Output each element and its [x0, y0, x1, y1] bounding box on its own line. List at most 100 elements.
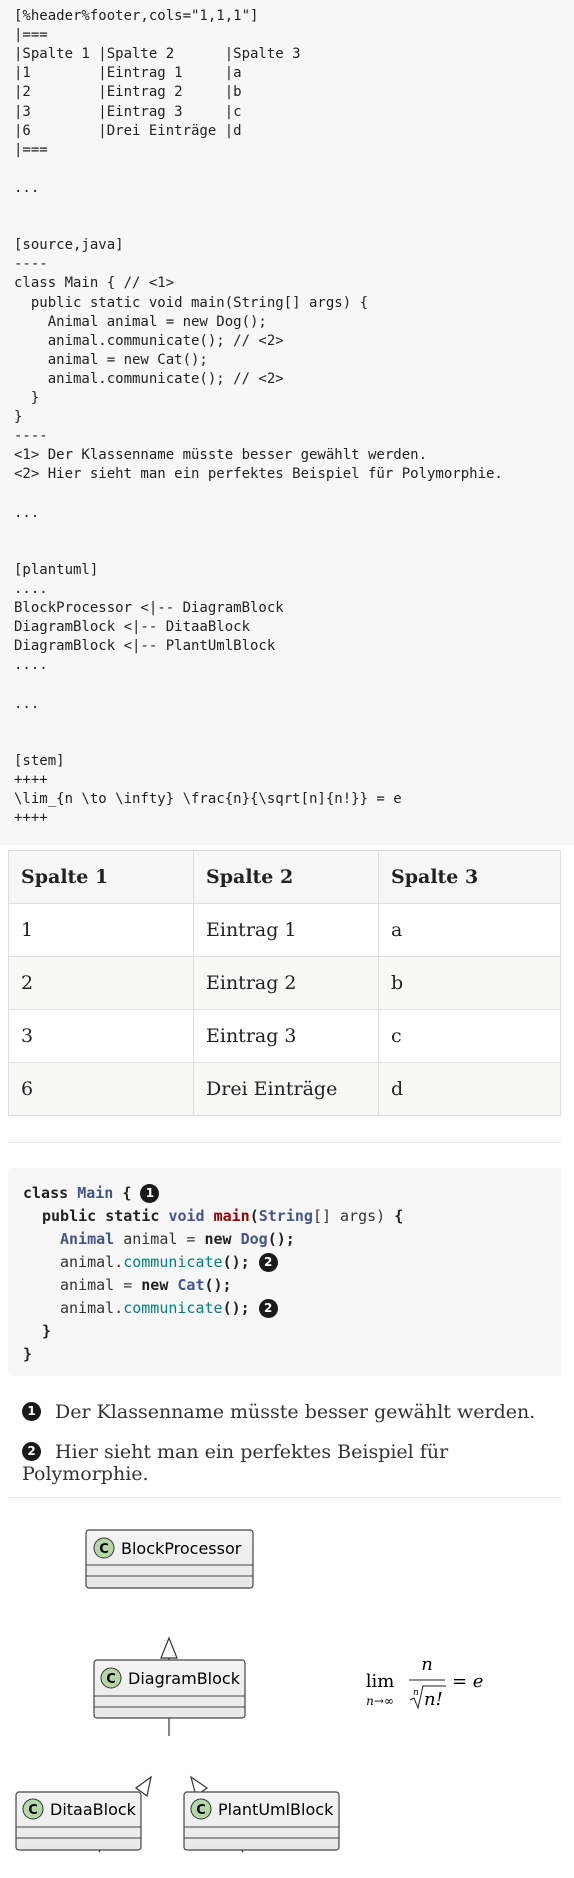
keyword-new: new [204, 1230, 232, 1248]
code-text: (); [267, 1230, 295, 1248]
section-divider [8, 1142, 561, 1143]
code-line: class Main { 1 [23, 1183, 160, 1203]
source-line: DiagramBlock <|-- DitaaBlock [14, 619, 251, 636]
uml-class-plantumlblock: C PlantUmlBlock [183, 1791, 340, 1851]
table-row: 3 Eintrag 3 c [8, 1009, 561, 1063]
math-lim: lim [366, 1671, 395, 1692]
keyword-public: public [42, 1207, 97, 1225]
source-line: ---- [14, 256, 48, 273]
math-numerator: n [421, 1654, 433, 1675]
code-line: Animal animal = new Dog(); [60, 1229, 295, 1249]
source-line: ... [14, 504, 40, 521]
source-line: [source,java] [14, 237, 124, 254]
table-header-cell: Spalte 3 [378, 850, 561, 904]
table-cell: 2 [8, 956, 194, 1010]
table-cell: a [378, 903, 561, 957]
code-listing: class Main { 1 public static void main(S… [8, 1168, 561, 1376]
source-line: Animal animal = new Dog(); [14, 313, 267, 330]
class-name: DiagramBlock [128, 1669, 241, 1688]
type-name: Animal [60, 1230, 115, 1248]
source-line: [%header%footer,cols="1,1,1"] [14, 8, 259, 24]
code-text: animal = [60, 1276, 142, 1294]
code-text: (); [204, 1276, 232, 1294]
rendered-table: Spalte 1 Spalte 2 Spalte 3 1 Eintrag 1 a… [8, 850, 561, 1116]
table-cell: 6 [8, 1062, 194, 1116]
svg-text:C: C [106, 1672, 116, 1687]
table-cell: Eintrag 1 [193, 903, 379, 957]
inheritance-arrow-icon [134, 1775, 152, 1798]
keyword-static: static [105, 1207, 160, 1225]
callout-1-icon: 1 [140, 1184, 160, 1203]
class-marker-icon [190, 1798, 212, 1820]
table-header-cell: Spalte 2 [193, 850, 379, 904]
callout-list-item: 1 Der Klassenname müsste besser gewählt w… [22, 1401, 535, 1423]
keyword-void: void [168, 1207, 205, 1225]
source-line: |=== [14, 27, 48, 44]
source-line: <1> Der Klassenname müsste besser gewähl… [14, 447, 428, 464]
source-line: animal.communicate(); // <2> [14, 332, 284, 349]
source-line: ---- [14, 428, 48, 445]
source-line: [plantuml] [14, 561, 99, 578]
callout-text: Der Klassenname müsste besser gewählt we… [55, 1401, 536, 1423]
source-line: } [14, 390, 40, 406]
code-text: (); [222, 1253, 250, 1271]
source-line: |1 |Eintrag 1 |a [14, 65, 242, 82]
table-header-row: Spalte 1 Spalte 2 Spalte 3 [8, 850, 561, 904]
code-text: animal. [60, 1299, 124, 1317]
callout-1-icon: 1 [22, 1401, 41, 1421]
code-line: animal.communicate(); 2 [60, 1298, 278, 1318]
type-name: String [258, 1207, 313, 1225]
method-name: main [213, 1207, 250, 1225]
table-cell: b [378, 956, 561, 1010]
callout-text: Hier sieht man ein perfektes Beispiel fü… [22, 1441, 449, 1485]
table-cell: c [378, 1009, 561, 1063]
table-cell: Eintrag 2 [193, 956, 379, 1010]
source-line: |6 |Drei Einträge |d [14, 122, 242, 139]
inheritance-arrow-icon [160, 1636, 178, 1659]
source-line: .... [14, 657, 48, 674]
section-divider [8, 1497, 561, 1498]
class-marker-icon [100, 1667, 122, 1689]
math-rhs: = e [452, 1671, 483, 1692]
method-call: communicate [123, 1299, 223, 1317]
source-line: |Spalte 1 |Spalte 2 |Spalte 3 [14, 46, 301, 63]
source-line: ... [14, 695, 40, 712]
source-line: DiagramBlock <|-- PlantUmlBlock [14, 638, 276, 655]
class-name: PlantUmlBlock [218, 1800, 334, 1819]
type-name: Dog [240, 1230, 268, 1248]
paren: ( [249, 1207, 259, 1225]
brace: { [394, 1207, 404, 1225]
table-cell: Eintrag 3 [193, 1009, 379, 1063]
keyword-new: new [141, 1276, 169, 1294]
method-call: communicate [123, 1253, 223, 1271]
source-line: public static void main(String[] args) { [14, 294, 369, 311]
uml-class-ditaablock: C DitaaBlock [15, 1791, 142, 1851]
table-row: 1 Eintrag 1 a [8, 903, 561, 957]
code-line: } [23, 1345, 33, 1363]
class-name: Main [77, 1184, 114, 1202]
class-name: DitaaBlock [50, 1800, 137, 1819]
source-line: ... [14, 179, 40, 196]
source-line: class Main { // <1> [14, 275, 175, 292]
uml-class-diagram: C BlockProcessor C DiagramBlock C DitaaB… [15, 1529, 340, 1853]
table-cell: 1 [8, 903, 194, 957]
source-line: |=== [14, 141, 48, 158]
type-name: Cat [177, 1276, 205, 1294]
table-row: 2 Eintrag 2 b [8, 956, 561, 1010]
svg-text:C: C [99, 1542, 109, 1557]
code-text: animal. [60, 1253, 124, 1271]
class-name: BlockProcessor [121, 1539, 242, 1558]
code-line: } [42, 1322, 52, 1340]
callout-2-icon: 2 [258, 1253, 278, 1272]
svg-text:C: C [28, 1803, 38, 1818]
source-line: ++++ [14, 772, 48, 788]
source-line: ++++ [14, 810, 48, 827]
source-line: <2> Hier sieht man ein perfektes Beispie… [14, 466, 503, 483]
table-footer-row: 6 Drei Einträge d [8, 1062, 561, 1116]
uml-class-diagramblock: C DiagramBlock [93, 1659, 246, 1719]
source-line: |3 |Eintrag 3 |c [14, 103, 242, 120]
source-line: .... [14, 581, 48, 597]
params: [] args) [312, 1207, 386, 1225]
math-formula: lim n→∞ n n n! = e [366, 1654, 484, 1710]
